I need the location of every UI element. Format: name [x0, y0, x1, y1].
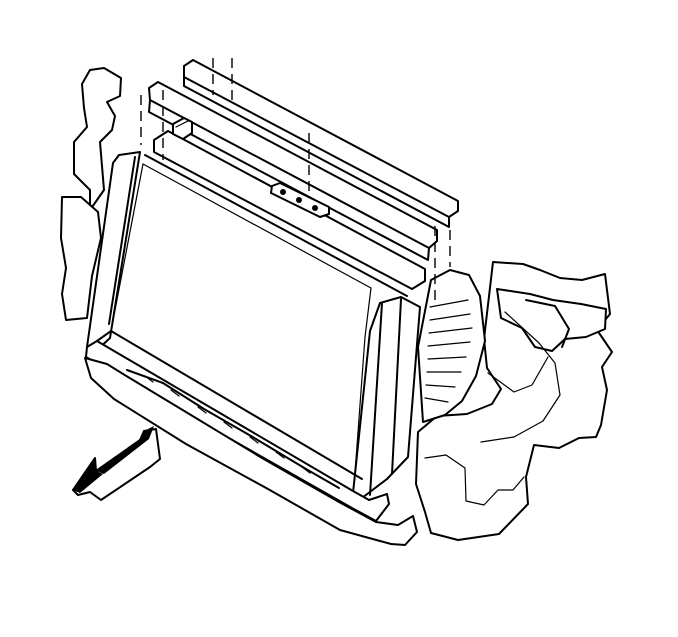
right-bracket-inner — [480, 311, 561, 443]
radiator-bottom-tank — [85, 340, 390, 522]
condenser-fin-3 — [428, 327, 473, 334]
radiator-core-top-edge — [142, 163, 372, 289]
left-support-panel — [73, 67, 122, 211]
front-direction-arrow-top — [96, 426, 154, 474]
right-bracket-face — [525, 299, 570, 348]
radiator-core-left-edge — [110, 163, 144, 332]
condenser-fin-4 — [427, 341, 471, 347]
lower-shroud — [84, 357, 418, 546]
left-top-clip-detail — [175, 120, 189, 128]
front-direction-arrow-shadow — [73, 458, 103, 493]
radiator-right-tank — [352, 296, 421, 499]
radiator-right-tank-back — [391, 298, 402, 475]
condenser-fin-1 — [429, 299, 469, 308]
condenser-fin-7 — [425, 384, 456, 388]
clamp-bolt-2 — [296, 197, 302, 203]
lower-right-support-foot — [424, 454, 525, 506]
side-condenser — [417, 269, 486, 423]
radiator-core-right-edge — [354, 287, 372, 474]
lower-shroud-front — [126, 369, 340, 489]
top-rear-bar-lower — [183, 76, 450, 228]
top-middle-bar-lower — [148, 99, 430, 261]
left-top-clip — [172, 117, 193, 140]
radiator-right-tank-face — [369, 302, 383, 496]
radiator-left-side-inner — [108, 156, 136, 325]
radiator-top-inner-edge — [144, 154, 408, 297]
condenser-fin-8 — [424, 397, 449, 403]
left-lower-panel — [60, 196, 102, 321]
clamp-bolt-3 — [312, 205, 318, 211]
radiator-top-tank — [153, 130, 426, 290]
condenser-fin-5 — [427, 356, 467, 360]
clamp-bolt-1 — [280, 189, 286, 195]
right-bracket-contour — [487, 356, 549, 393]
lower-shroud-feet — [144, 375, 311, 474]
condenser-fin-2 — [429, 313, 471, 321]
